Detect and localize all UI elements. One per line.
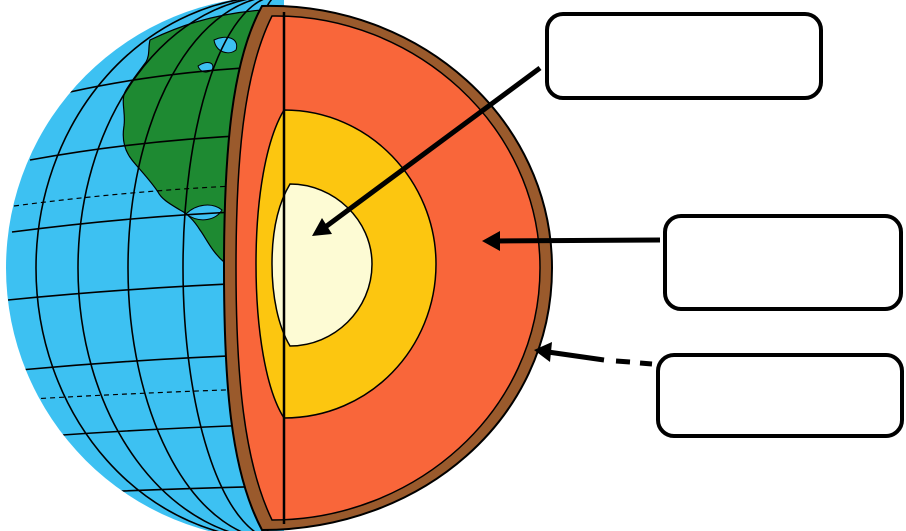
mantle-label-box[interactable] <box>663 214 903 311</box>
crust-label-box[interactable] <box>656 353 904 438</box>
inner-core-label-box[interactable] <box>545 12 823 100</box>
arrow-crust <box>534 342 652 364</box>
